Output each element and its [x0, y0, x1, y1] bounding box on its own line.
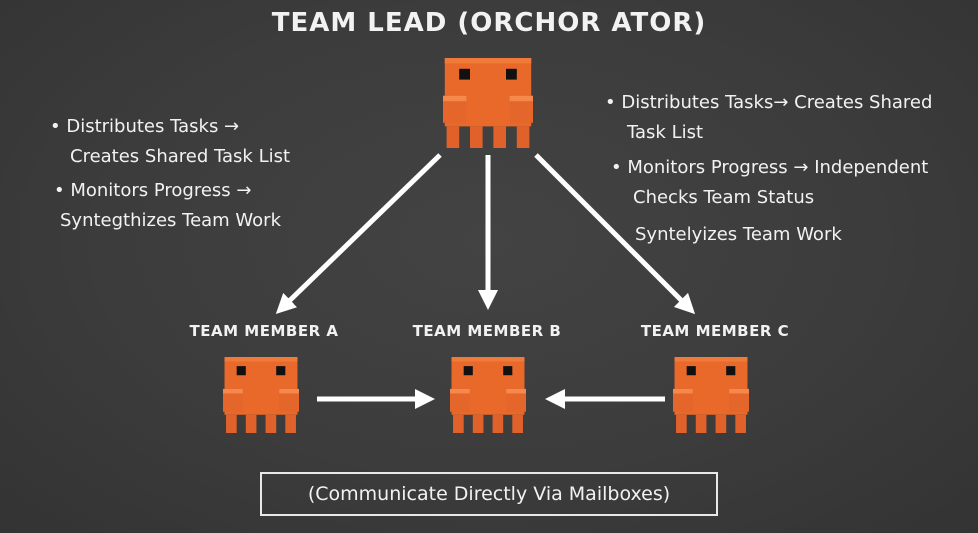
- left-bullet2-line1: Monitors Progress →: [70, 180, 252, 201]
- right-bullet2-line1: Monitors Progress → Independent: [627, 157, 929, 178]
- right-bullet2-line2: Checks Team Status: [633, 187, 815, 208]
- mailbox-note: (Communicate Directly Via Mailboxes): [260, 472, 718, 516]
- right-notes: • Distributes Tasks→ Creates Shared Task…: [605, 92, 933, 245]
- page-title: TEAM LEAD (ORCHOR ATOR): [271, 8, 707, 38]
- left-bullet1-line2: Creates Shared Task List: [70, 146, 291, 167]
- arrow-lead-to-c: [534, 153, 696, 315]
- right-bullet1-line1: Distributes Tasks→ Creates Shared: [621, 92, 933, 113]
- arrow-lead-to-a: [275, 153, 442, 314]
- right-line3: Syntelyizes Team Work: [635, 224, 842, 245]
- member-c-label: TEAM MEMBER C: [640, 322, 790, 340]
- right-bullet1-line2: Task List: [627, 122, 704, 143]
- left-bullet2-line2: Syntegthizes Team Work: [60, 210, 282, 231]
- member-b-label: TEAM MEMBER B: [412, 322, 562, 340]
- left-bullet1-line1: Distributes Tasks →: [66, 116, 240, 137]
- left-notes: • Distributes Tasks → Creates Shared Tas…: [50, 116, 291, 231]
- member-a-label: TEAM MEMBER A: [189, 322, 339, 340]
